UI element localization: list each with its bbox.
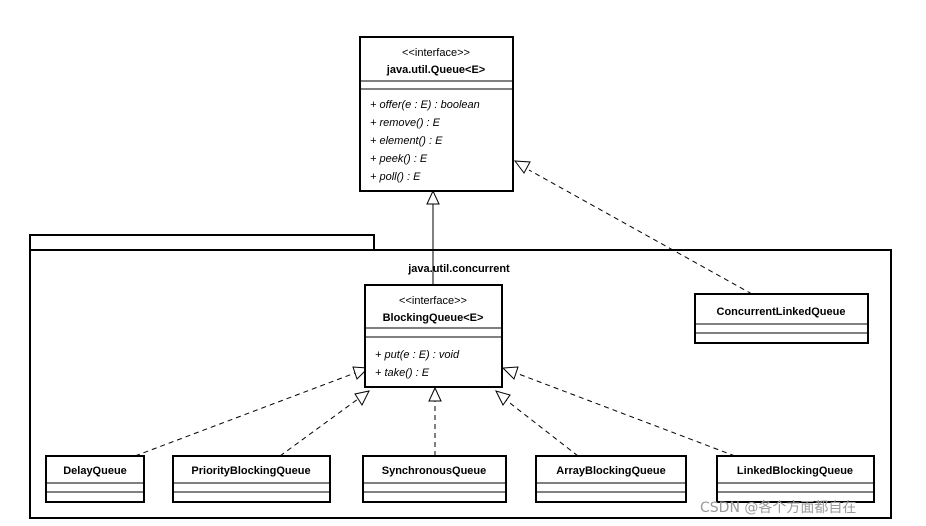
method-put: + put(e : E) : void: [375, 349, 460, 361]
implements-line-linkedblockingqueue: [515, 372, 736, 457]
relationships: [134, 160, 753, 457]
class-box-frame: [172, 455, 331, 503]
class-box-concurrentlinkedqueue: ConcurrentLinkedQueue: [694, 293, 869, 344]
extends-arrowhead-queue: [426, 189, 440, 205]
implements-line-delayqueue: [134, 372, 356, 457]
watermark: CSDN @各个方面都自在: [700, 500, 857, 516]
method-remove: + remove() : E: [370, 117, 441, 129]
implements-line-priorityblockingqueue: [279, 398, 359, 457]
stereotype-label: <<interface>>: [402, 47, 470, 59]
class-box-queue-frame: [359, 36, 514, 192]
implements-arrowhead-priorityblockingqueue: [354, 390, 370, 407]
package-tab: [29, 234, 375, 251]
class-name: DelayQueue: [63, 465, 127, 477]
class-name: LinkedBlockingQueue: [737, 465, 853, 477]
class-name: ConcurrentLinkedQueue: [717, 306, 846, 318]
class-name: SynchronousQueue: [382, 465, 487, 477]
interface-name: BlockingQueue<E>: [383, 312, 484, 324]
class-box-frame: [694, 293, 869, 344]
class-box-frame: [362, 455, 507, 503]
class-box-priorityblockingqueue: PriorityBlockingQueue: [172, 455, 331, 503]
class-box-blockingqueue: <<interface>> BlockingQueue<E> + put(e :…: [364, 284, 503, 388]
class-box-synchronousqueue: SynchronousQueue: [362, 455, 507, 503]
implements-arrowhead-synchronousqueue: [428, 386, 442, 402]
package-name: java.util.concurrent: [407, 263, 510, 275]
class-box-delayqueue: DelayQueue: [45, 455, 145, 503]
method-take: + take() : E: [375, 367, 430, 379]
class-box-queue: <<interface>> java.util.Queue<E> + offer…: [359, 36, 514, 192]
implements-arrowhead-queue: [513, 160, 531, 174]
class-name: ArrayBlockingQueue: [556, 465, 665, 477]
class-box-blockingqueue-frame: [364, 284, 503, 388]
method-peek: + peek() : E: [370, 153, 428, 165]
interface-name: java.util.Queue<E>: [386, 64, 485, 76]
method-poll: + poll() : E: [370, 171, 421, 183]
implements-arrowhead-arrayblockingqueue: [495, 390, 511, 406]
class-box-frame: [45, 455, 145, 503]
implements-arrowhead-linkedblockingqueue: [501, 366, 519, 380]
class-name: PriorityBlockingQueue: [191, 465, 310, 477]
class-box-frame: [535, 455, 687, 503]
implements-line-concurrentlinkedqueue: [528, 169, 753, 295]
stereotype-label: <<interface>>: [399, 295, 467, 307]
class-box-frame: [716, 455, 875, 503]
class-box-linkedblockingqueue: LinkedBlockingQueue: [716, 455, 875, 503]
method-element: + element() : E: [370, 135, 443, 147]
class-box-arrayblockingqueue: ArrayBlockingQueue: [535, 455, 687, 503]
implements-line-arrayblockingqueue: [505, 399, 579, 457]
method-offer: + offer(e : E) : boolean: [370, 99, 480, 111]
